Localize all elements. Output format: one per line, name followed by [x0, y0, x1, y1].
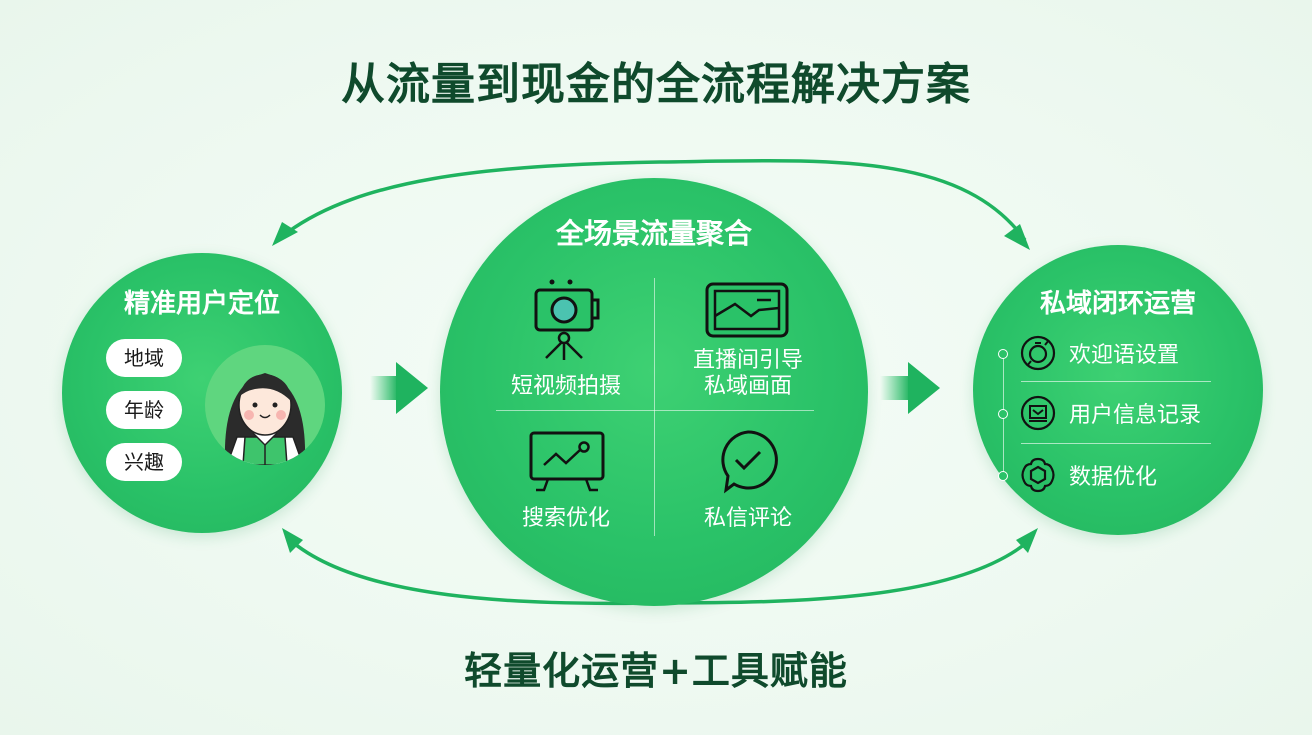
private-domain-title: 私域闭环运营 — [1039, 289, 1196, 319]
arrow-head-left-top — [272, 222, 298, 246]
item-welcome-message: 欢迎语设置 — [1019, 331, 1179, 375]
welcome-cycle-icon — [1020, 335, 1056, 371]
user-targeting-title: 精准用户定位 — [123, 289, 280, 319]
timeline-dot — [998, 471, 1008, 481]
divider — [1021, 381, 1211, 382]
tag-interest: 兴趣 — [106, 443, 182, 481]
item-live-guide: 直播间引导 私域画面 — [692, 348, 803, 399]
tag-age: 年龄 — [106, 391, 182, 429]
traffic-aggregation-circle: 全场景流量聚合 短视频拍摄 直播间引导 私域画面 搜索优化 私信评论 — [440, 178, 868, 606]
arrow-head-right-top — [1004, 224, 1030, 250]
item-user-record: 用户信息记录 — [1019, 391, 1201, 435]
flow-arrow-right-2 — [880, 362, 940, 414]
chart-board-icon — [529, 431, 605, 492]
timeline-dot — [998, 349, 1008, 359]
arrow-head-right-bottom — [1016, 528, 1038, 553]
divider-horizontal — [496, 410, 814, 411]
user-record-icon — [1020, 395, 1056, 431]
flow-arrow-right-1 — [370, 362, 428, 414]
arrow-head-left-bottom — [282, 528, 303, 553]
camera-tripod-icon — [534, 279, 600, 360]
divider — [1021, 443, 1211, 444]
traffic-aggregation-title: 全场景流量聚合 — [555, 217, 752, 250]
item-data-optimization: 数据优化 — [1019, 453, 1157, 497]
user-targeting-circle: 精准用户定位 地域 年龄 兴趣 — [62, 253, 342, 533]
page-title: 从流量到现金的全流程解决方案 — [341, 59, 971, 110]
item-search-optimization: 搜索优化 — [521, 506, 610, 531]
timeline-dot — [998, 409, 1008, 419]
tag-region: 地域 — [106, 339, 182, 377]
data-gear-icon — [1021, 457, 1055, 493]
private-domain-circle: 私域闭环运营 欢迎语设置 用户信息记录 数据优化 — [973, 245, 1263, 535]
screen-image-icon — [705, 282, 789, 338]
divider-vertical — [654, 278, 655, 536]
item-short-video: 短视频拍摄 — [510, 374, 621, 399]
item-private-message: 私信评论 — [703, 506, 792, 531]
girl-avatar-icon — [205, 345, 325, 465]
chat-check-icon — [721, 430, 778, 494]
page-subtitle: 轻量化运营+工具赋能 — [464, 649, 848, 693]
